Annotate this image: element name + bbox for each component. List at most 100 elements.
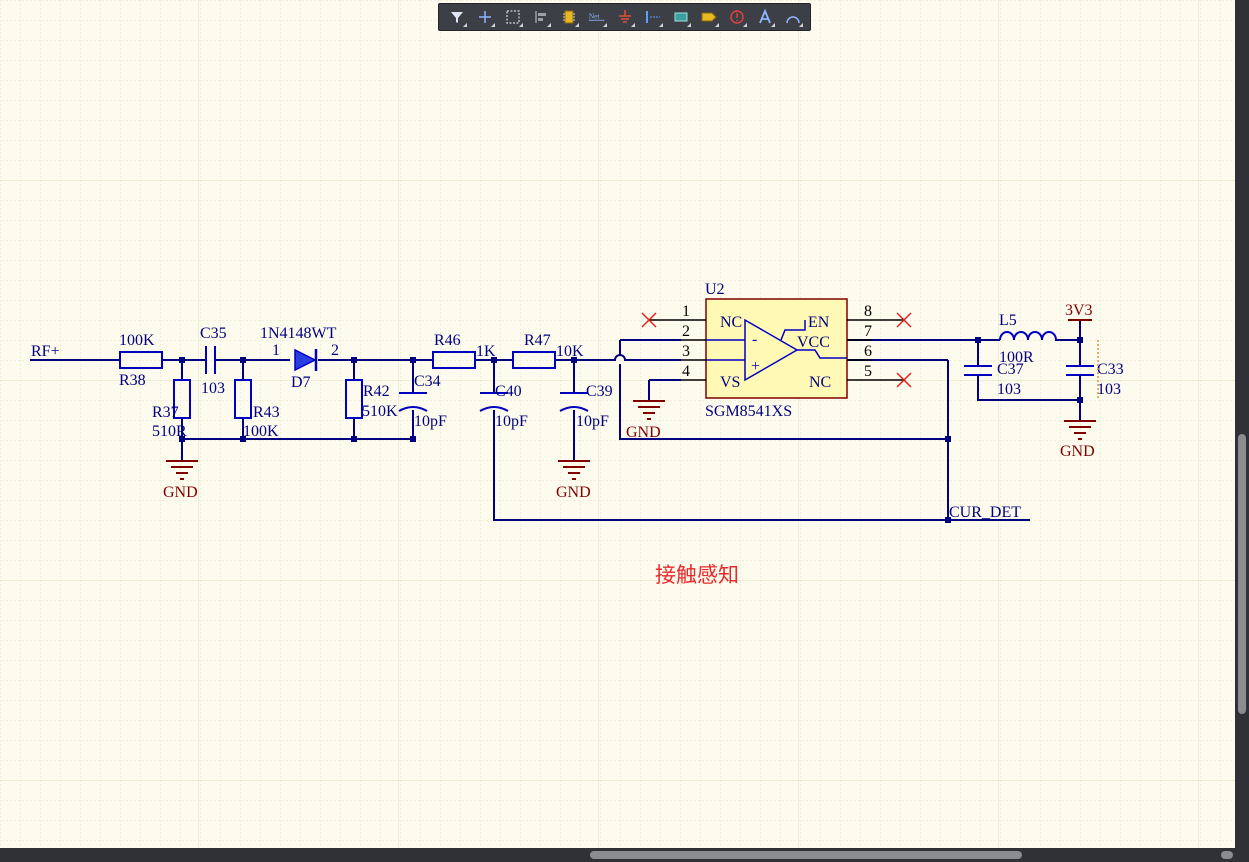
horizontal-scroll-thumb[interactable] xyxy=(590,851,1022,859)
r43-value: 100K xyxy=(243,423,279,440)
resistor-r46[interactable]: R46 1K xyxy=(432,332,496,369)
opamp-plus: + xyxy=(751,358,760,375)
net-label-rf[interactable]: RF+ xyxy=(31,343,60,360)
capacitor-c35[interactable]: C35 103 xyxy=(200,325,227,397)
junctions xyxy=(179,337,1083,523)
capacitor-c39[interactable]: C39 10pF xyxy=(559,383,613,430)
component-icon[interactable] xyxy=(557,6,580,28)
horizontal-scroll-end[interactable] xyxy=(1221,851,1233,859)
u2-pin5-number: 5 xyxy=(864,363,872,380)
power-port-3v3[interactable]: 3V3 xyxy=(1065,302,1093,321)
gnd-symbol-c39[interactable]: GND xyxy=(556,460,591,501)
r46-value: 1K xyxy=(476,343,496,360)
u2-pin-en: EN xyxy=(808,314,830,331)
resistor-r37[interactable]: R37 510R xyxy=(152,379,191,440)
u2-pin4-number: 4 xyxy=(682,363,690,380)
c35-value: 103 xyxy=(201,380,225,397)
u2-pin-nc1: NC xyxy=(720,314,742,331)
l5-value: 100R xyxy=(999,349,1034,366)
resistor-r38[interactable]: 100K R38 xyxy=(119,332,163,389)
d7-value: 1N4148WT xyxy=(260,325,337,342)
gnd-symbol-r37[interactable]: GND xyxy=(163,460,198,501)
gnd-symbol-u2[interactable]: GND xyxy=(626,400,665,441)
schematic-canvas[interactable]: RF+ CUR_DET 100K R38 C35 103 R37 510R R4… xyxy=(0,0,1235,848)
u2-pin3-number: 3 xyxy=(682,343,690,360)
u2-pin6-number: 6 xyxy=(864,343,872,360)
u2-part: SGM8541XS xyxy=(705,403,792,420)
text-icon[interactable] xyxy=(753,6,776,28)
r38-designator: R38 xyxy=(119,372,146,389)
wires[interactable] xyxy=(30,320,1081,521)
l5-designator: L5 xyxy=(999,312,1017,329)
resistor-r47[interactable]: R47 10K xyxy=(512,332,584,369)
no-erc-markers[interactable] xyxy=(641,312,912,388)
r43-designator: R43 xyxy=(253,404,280,421)
diode-d7[interactable]: 1N4148WT 1 2 D7 xyxy=(260,325,339,391)
net-label-icon[interactable]: Net xyxy=(585,6,608,28)
vertical-scroll-thumb[interactable] xyxy=(1238,434,1246,714)
r38-value: 100K xyxy=(119,332,155,349)
c37-value: 103 xyxy=(997,381,1021,398)
schematic-toolbar: Net xyxy=(438,3,811,31)
d7-designator: D7 xyxy=(291,374,311,391)
svg-text:Net: Net xyxy=(588,12,599,21)
u2-pin8-number: 8 xyxy=(864,303,872,320)
c33-value: 103 xyxy=(1097,381,1121,398)
no-erc-icon[interactable] xyxy=(725,6,748,28)
gnd-label-4: GND xyxy=(1060,443,1095,460)
u2-pin-vs: VS xyxy=(720,374,740,391)
capacitor-c37[interactable]: C37 103 xyxy=(964,361,1024,398)
resistor-r43[interactable]: R43 100K xyxy=(234,379,280,440)
filter-icon[interactable] xyxy=(445,6,468,28)
gnd-symbol-c33[interactable]: GND xyxy=(1060,420,1096,460)
bus-icon[interactable] xyxy=(641,6,664,28)
select-area-icon[interactable] xyxy=(501,6,524,28)
c40-designator: C40 xyxy=(495,383,522,400)
u2-pin-nc2: NC xyxy=(809,374,831,391)
c40-value: 10pF xyxy=(495,413,528,430)
c35-designator: C35 xyxy=(200,325,227,342)
r47-designator: R47 xyxy=(524,332,551,349)
port-icon[interactable] xyxy=(697,6,720,28)
c39-value: 10pF xyxy=(576,413,609,430)
horizontal-scrollbar[interactable] xyxy=(0,848,1249,862)
u2-pin-vcc: VCC xyxy=(797,334,830,351)
r37-value: 510R xyxy=(152,423,187,440)
capacitor-c34[interactable]: C34 10pF xyxy=(398,373,447,430)
r42-value: 510K xyxy=(362,403,398,420)
capacitor-c40[interactable]: C40 10pF xyxy=(479,383,528,430)
r47-value: 10K xyxy=(556,343,584,360)
gnd-power-icon[interactable] xyxy=(613,6,636,28)
opamp-minus: - xyxy=(752,331,757,348)
gnd-label-1: GND xyxy=(163,484,198,501)
u2-designator: U2 xyxy=(705,281,725,298)
c34-designator: C34 xyxy=(414,373,441,390)
gnd-label-3: GND xyxy=(626,424,661,441)
u2-pin1-number: 1 xyxy=(682,303,690,320)
gnd-label-2: GND xyxy=(556,484,591,501)
inductor-l5[interactable]: L5 100R xyxy=(999,312,1057,366)
capacitor-c33[interactable]: C33 103 xyxy=(1066,340,1124,400)
c34-value: 10pF xyxy=(414,413,447,430)
c39-designator: C39 xyxy=(586,383,613,400)
c37-designator: C37 xyxy=(997,361,1024,378)
d7-pin1: 1 xyxy=(272,342,280,359)
vertical-scrollbar[interactable] xyxy=(1235,0,1249,848)
r37-designator: R37 xyxy=(152,404,179,421)
r42-designator: R42 xyxy=(363,383,390,400)
net-label-3v3: 3V3 xyxy=(1065,302,1093,319)
harness-icon[interactable] xyxy=(669,6,692,28)
opamp-symbol xyxy=(706,318,847,382)
crosshair-icon[interactable] xyxy=(473,6,496,28)
r46-designator: R46 xyxy=(434,332,461,349)
align-icon[interactable] xyxy=(529,6,552,28)
chip-u2[interactable]: U2 SGM8541XS 1 2 3 4 8 7 6 5 NC VS EN VC… xyxy=(650,281,903,420)
net-label-cur-det[interactable]: CUR_DET xyxy=(949,504,1021,521)
d7-pin2: 2 xyxy=(331,342,339,359)
resistor-r42[interactable]: R42 510K xyxy=(345,379,398,420)
c33-designator: C33 xyxy=(1097,361,1124,378)
arc-icon[interactable] xyxy=(781,6,804,28)
u2-pin7-number: 7 xyxy=(864,323,872,340)
u2-pin2-number: 2 xyxy=(682,323,690,340)
schematic-note-title[interactable]: 接触感知 xyxy=(655,563,739,587)
